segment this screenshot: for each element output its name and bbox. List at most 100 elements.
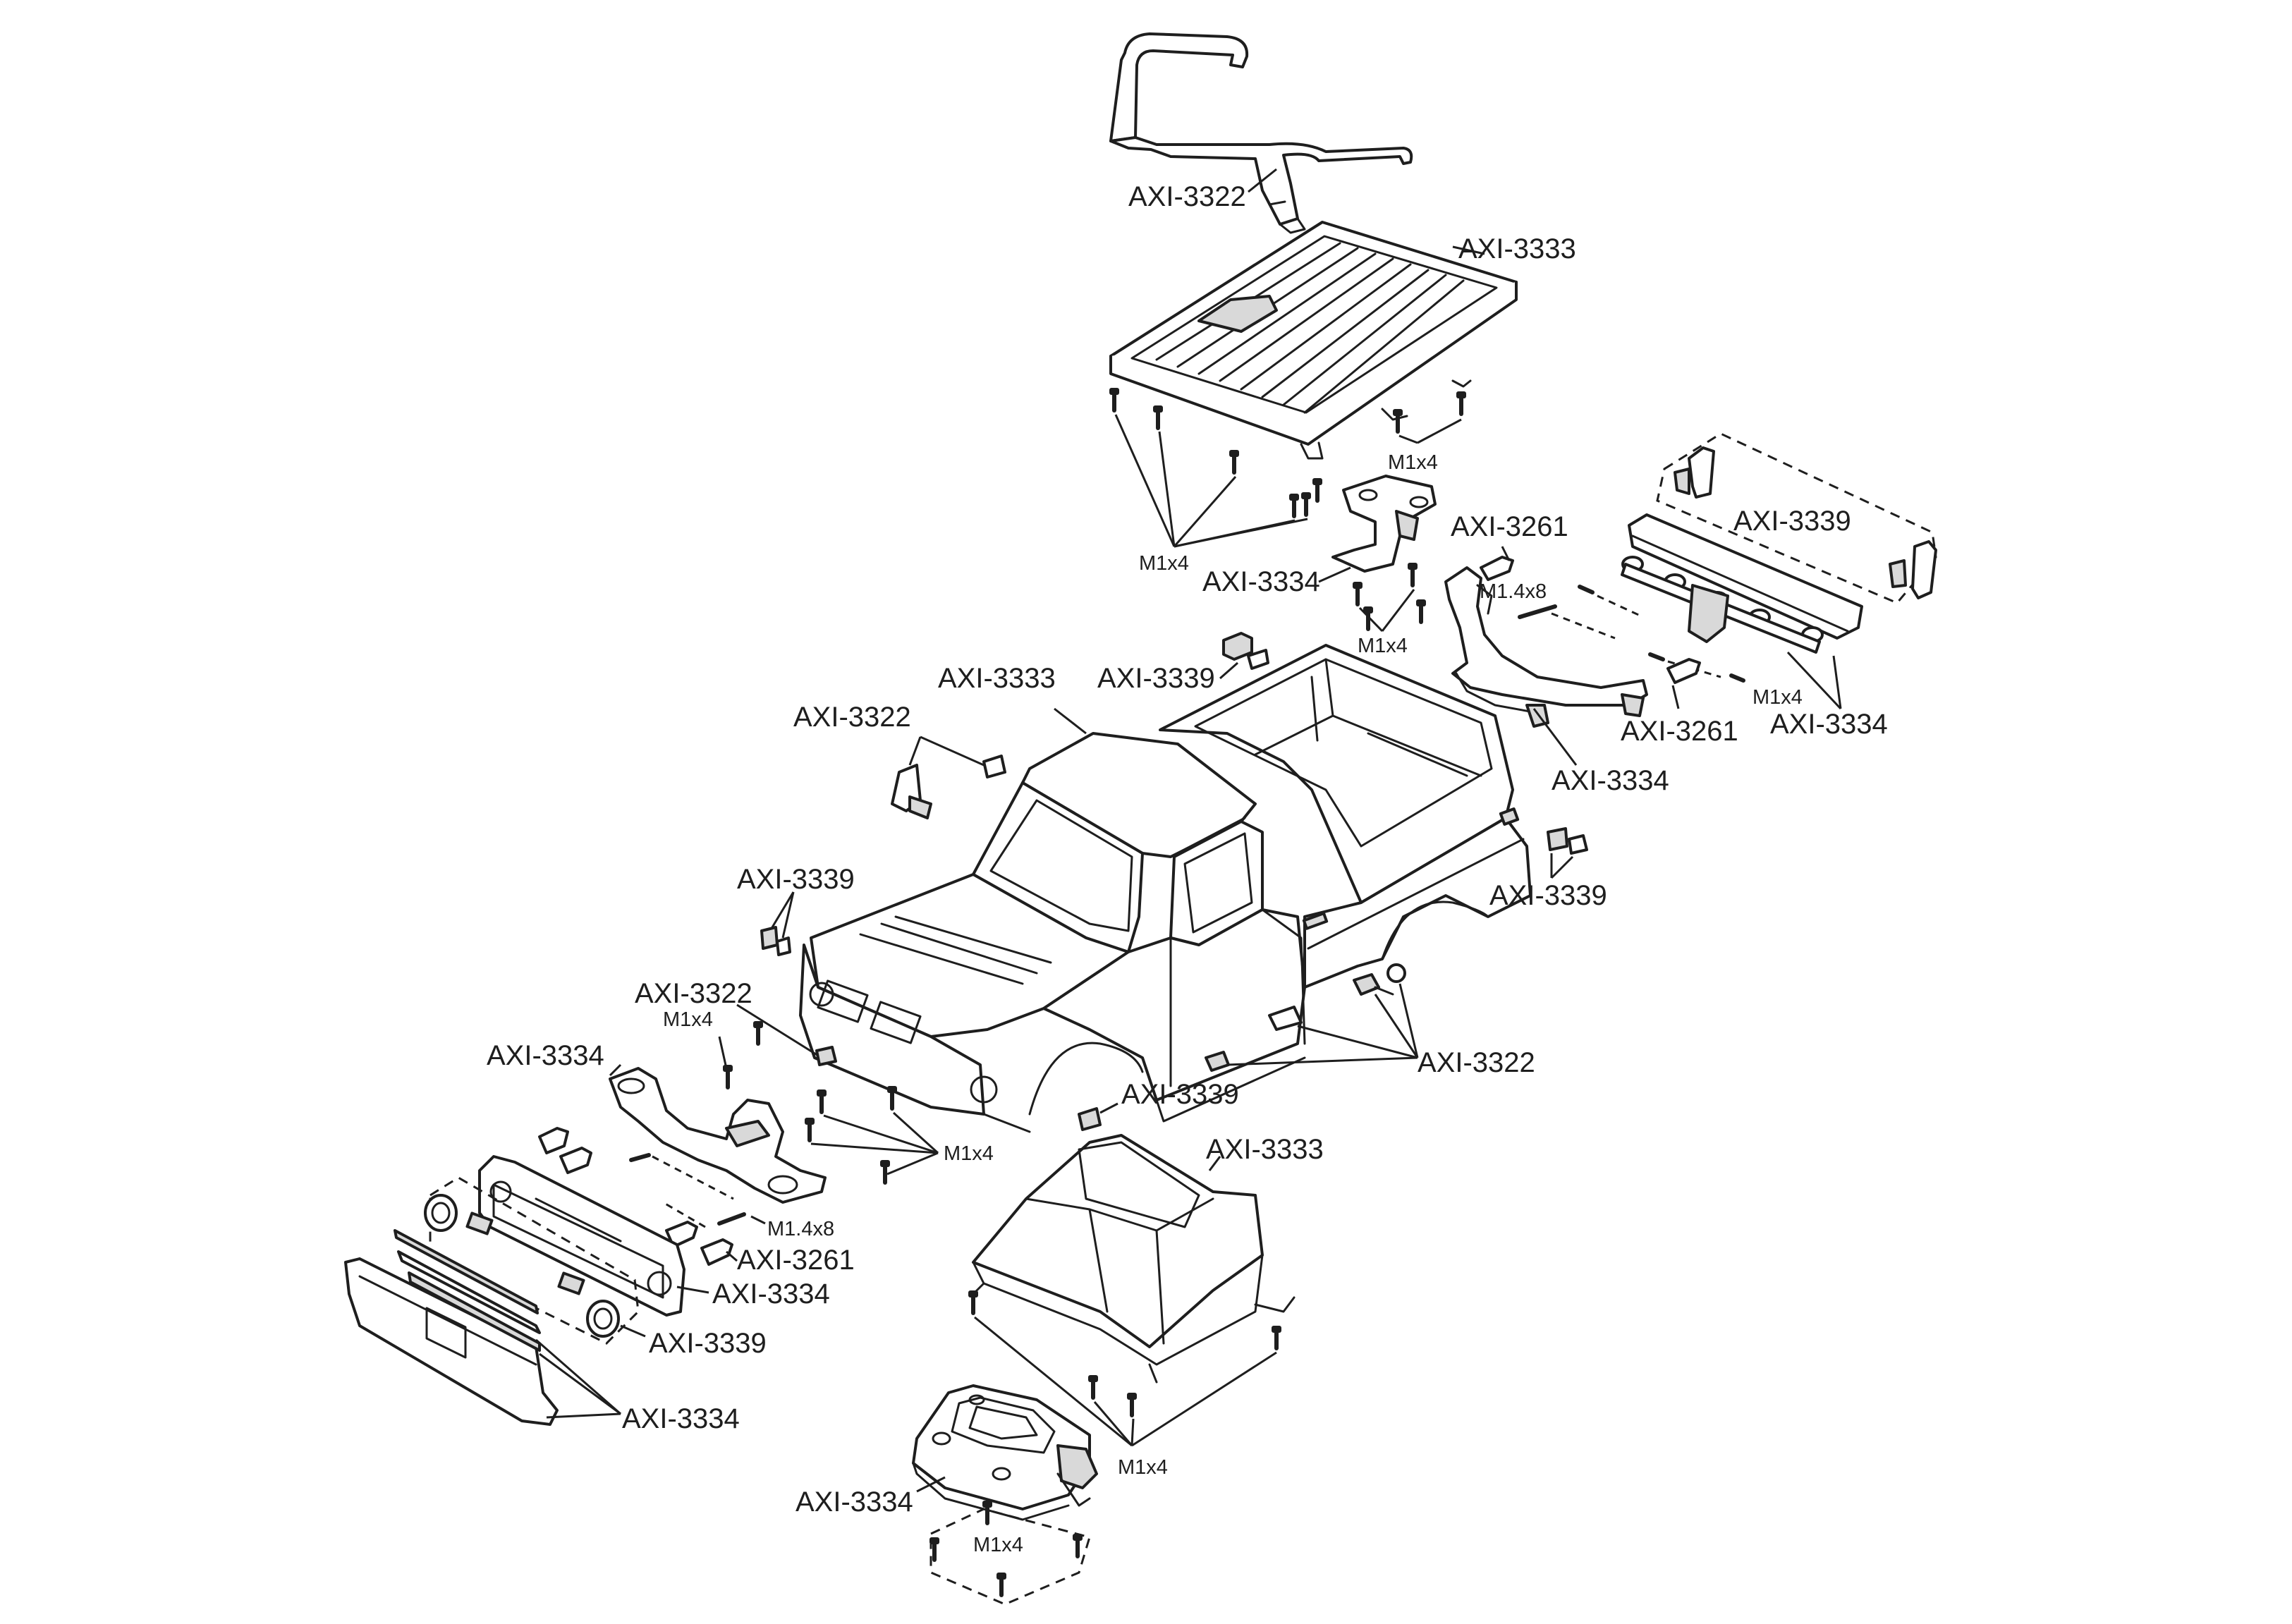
step-3322-label: AXI-3322 xyxy=(1418,1047,1535,1078)
lights-leader xyxy=(620,1324,646,1338)
front-screws-label: M1x4 xyxy=(663,1008,713,1031)
tail-lights-part xyxy=(1674,446,1937,599)
front-3261-leader xyxy=(726,1250,738,1262)
mount-screws xyxy=(1353,563,1426,629)
screw-icon xyxy=(1127,1393,1137,1415)
front-bolt-label: M1.4x8 xyxy=(767,1218,834,1240)
bumper-3334-label: AXI-3334 xyxy=(622,1403,740,1434)
grille-leader xyxy=(676,1286,709,1294)
side-3339-label: AXI-3339 xyxy=(1489,880,1607,911)
screw-icon xyxy=(1088,1375,1098,1398)
tail-screws xyxy=(1578,585,1745,683)
screw-icon xyxy=(1518,604,1557,619)
body-3333-leader xyxy=(1054,707,1087,735)
side-clip-part xyxy=(1547,827,1588,855)
bed-mount-part xyxy=(1331,475,1437,573)
cage-3322-leader xyxy=(1248,168,1277,193)
tray-screws-group xyxy=(929,1508,1091,1606)
mount-3334-label: AXI-3334 xyxy=(1202,566,1320,597)
screw-icon xyxy=(1578,585,1595,594)
screw-icon xyxy=(887,1086,897,1109)
bed-3333-label: AXI-3333 xyxy=(1458,233,1576,264)
tail-screws-label: M1x4 xyxy=(1752,686,1803,709)
front-3261-label: AXI-3261 xyxy=(737,1245,855,1276)
post-screw-label: M1.4x8 xyxy=(1480,580,1547,603)
front-mount-screws-leaders xyxy=(810,1111,939,1176)
step-3339-leader xyxy=(1099,1102,1118,1114)
bumper-part xyxy=(344,1229,559,1426)
post-3261-leader xyxy=(1501,546,1511,561)
front-mount-part xyxy=(609,1067,827,1204)
step-3339-label: AXI-3339 xyxy=(1121,1079,1239,1110)
front-mount-screws-label: M1x4 xyxy=(944,1142,994,1165)
front-bolt-leader xyxy=(750,1215,766,1225)
mount-3334-leader xyxy=(1318,566,1351,583)
front-3322-label: AXI-3322 xyxy=(635,978,752,1009)
tail-3334-label: AXI-3334 xyxy=(1770,709,1888,740)
bumper-leaders xyxy=(535,1338,621,1419)
front-3339-label: AXI-3339 xyxy=(737,864,855,895)
rear-mount-leader xyxy=(1532,708,1578,766)
headlights-part xyxy=(424,1194,620,1338)
screw-icon xyxy=(1416,599,1426,622)
screw-icon xyxy=(1073,1534,1083,1556)
interior-part xyxy=(972,1134,1296,1384)
mirror-3322-label: AXI-3322 xyxy=(793,702,911,733)
front-clips-part xyxy=(760,926,791,956)
bed-screws-right-label: M1x4 xyxy=(1388,451,1438,474)
screw-icon xyxy=(1229,450,1239,472)
front-3339-leaders xyxy=(771,891,795,939)
screw-icon xyxy=(1729,673,1745,683)
post-3261-bolt xyxy=(1480,556,1514,581)
interior-screws-label: M1x4 xyxy=(1118,1456,1168,1479)
screw-icon xyxy=(1153,405,1163,428)
rear-mount-3334-label: AXI-3334 xyxy=(1552,765,1669,796)
step-3322-leaders xyxy=(1226,983,1419,1066)
front-mount-3334-label: AXI-3334 xyxy=(487,1040,604,1071)
truck-body-part xyxy=(799,644,1532,1133)
screw-icon xyxy=(1353,582,1363,604)
screw-icon xyxy=(880,1160,890,1183)
tail-3334-leaders xyxy=(1786,651,1842,710)
interior-3333-label: AXI-3333 xyxy=(1206,1134,1324,1165)
grille-3334-label: AXI-3334 xyxy=(712,1278,830,1309)
body-3339-label: AXI-3339 xyxy=(1097,663,1215,694)
bed-screws-label: M1x4 xyxy=(1139,552,1189,575)
screw-icon xyxy=(1456,391,1466,414)
tail-3261-label: AXI-3261 xyxy=(1621,716,1738,747)
body-3339-leader xyxy=(1219,661,1238,680)
front-3322-leaders xyxy=(718,1003,822,1069)
screw-icon xyxy=(996,1573,1006,1595)
tray-leader xyxy=(916,1476,946,1493)
tail-3261-leader xyxy=(1671,685,1680,709)
post-3261-label: AXI-3261 xyxy=(1451,511,1568,542)
screw-icon xyxy=(1312,478,1322,501)
screw-icon xyxy=(753,1021,763,1044)
screw-icon xyxy=(1109,388,1119,410)
body-clip-part xyxy=(1222,632,1269,670)
mount-screws-label: M1x4 xyxy=(1358,635,1408,657)
mirror-supports-part xyxy=(891,755,1006,819)
screw-icon xyxy=(629,1153,651,1162)
screw-icon xyxy=(968,1290,978,1313)
tail-3261-bolt xyxy=(1666,658,1701,684)
tail-3339-label: AXI-3339 xyxy=(1733,506,1851,537)
tray-part xyxy=(912,1384,1098,1521)
body-3333-label: AXI-3333 xyxy=(938,663,1056,694)
tray-screws-label: M1x4 xyxy=(973,1534,1023,1556)
screw-icon xyxy=(1272,1326,1281,1348)
front-3322-clip xyxy=(723,1021,837,1087)
screw-icon xyxy=(817,1089,827,1112)
screw-icon xyxy=(1408,563,1418,585)
screw-icon xyxy=(723,1065,733,1087)
front-3261-posts xyxy=(538,1127,733,1266)
bed-3333-leader xyxy=(1452,245,1485,255)
lights-3339-label: AXI-3339 xyxy=(649,1328,767,1359)
tailgate-part xyxy=(1621,513,1863,654)
bed-screws-leaders xyxy=(1114,414,1462,548)
side-3339-leaders xyxy=(1550,853,1574,879)
interior-3333-leader xyxy=(1208,1156,1221,1171)
screw-icon xyxy=(1301,492,1311,515)
